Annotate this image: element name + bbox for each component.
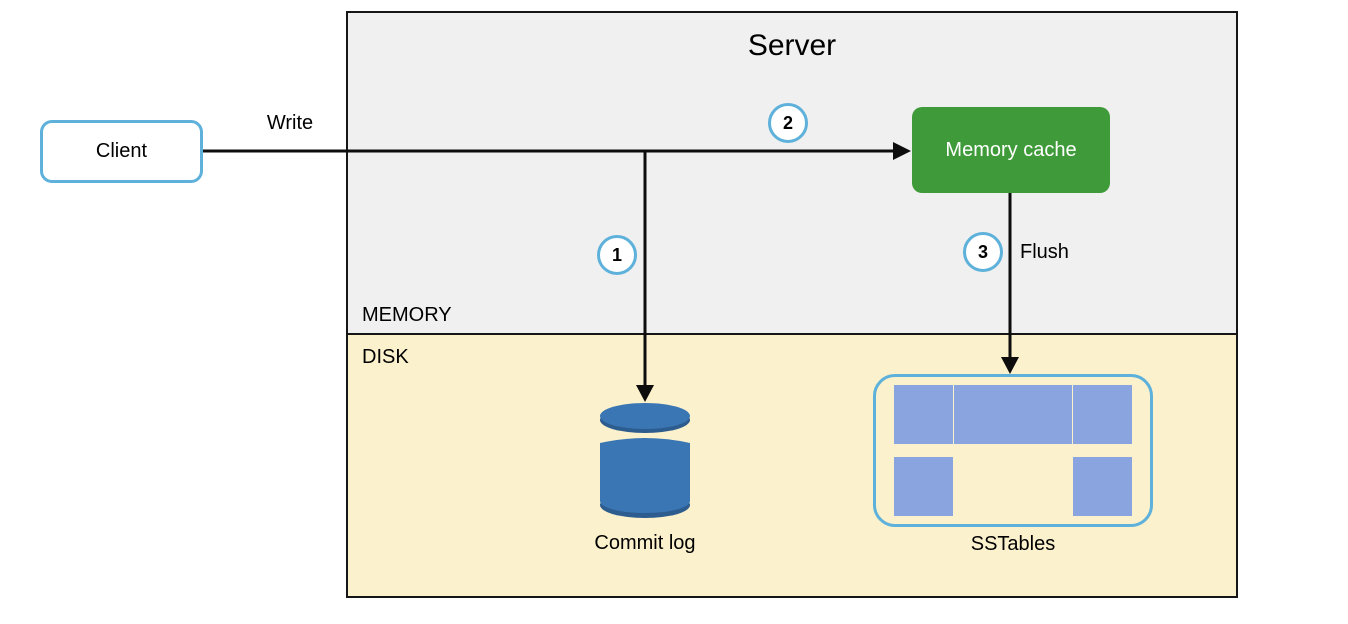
step-badge-2: 2: [768, 103, 808, 143]
commit-log-cylinder-icon: [600, 403, 690, 518]
sstable-square: [894, 385, 953, 444]
disk-zone-label: DISK: [362, 346, 409, 368]
sstables-label: SSTables: [970, 533, 1056, 555]
sstable-square: [1073, 457, 1132, 516]
memory-cache-label: Memory cache: [945, 138, 1077, 161]
client-node: Client: [40, 120, 203, 183]
sstable-square: [894, 457, 953, 516]
step-badge-3: 3: [963, 232, 1003, 272]
sstable-square: [1072, 385, 1132, 444]
client-label: Client: [95, 140, 148, 162]
server-title: Server: [747, 29, 837, 62]
sstable-square: [1013, 385, 1073, 444]
flush-edge-label: Flush: [1020, 241, 1069, 263]
sstables-group: [873, 374, 1153, 527]
memory-cache-node: Memory cache: [912, 107, 1110, 193]
commit-log-label: Commit log: [594, 532, 696, 554]
step-badge-1: 1: [597, 235, 637, 275]
write-edge-label: Write: [266, 112, 314, 134]
memory-zone-label: MEMORY: [362, 304, 452, 326]
sstable-square: [953, 385, 1013, 444]
